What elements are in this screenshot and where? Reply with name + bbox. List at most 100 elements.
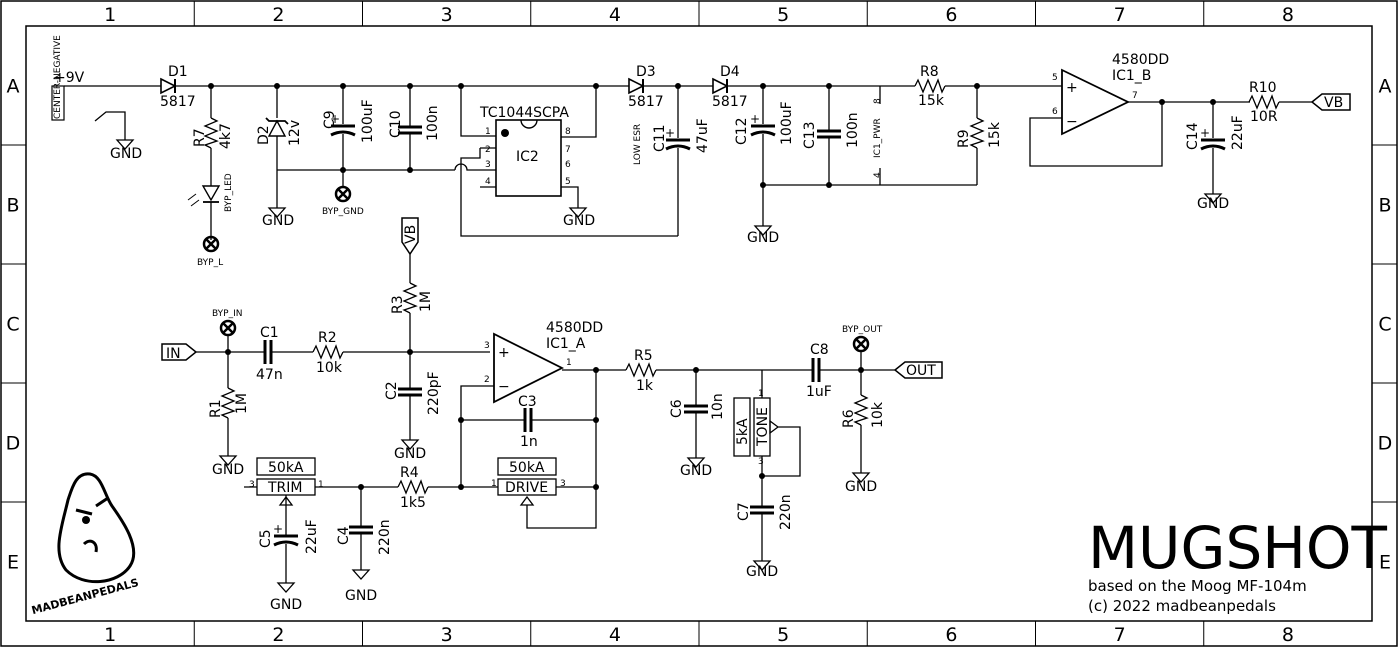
- c9-value: 100uF: [360, 99, 376, 143]
- c5-value: 22uF: [304, 519, 320, 554]
- ic1-pwr-ref: IC1_PWR: [873, 118, 883, 158]
- byp-in-pad[interactable]: [219, 319, 237, 337]
- frame-row-C-right: C: [1378, 314, 1391, 336]
- r7-ref: R7: [192, 128, 208, 147]
- in-port-label: IN: [166, 346, 181, 362]
- c2-ref: C2: [384, 381, 400, 400]
- r3-ref: R3: [390, 295, 406, 314]
- ic2-ref: IC2: [516, 149, 539, 165]
- frame-col-6-bottom: 6: [945, 624, 957, 646]
- frame-col-7-bottom: 7: [1114, 624, 1126, 646]
- gnd-label-c6: GND: [680, 463, 712, 479]
- gnd-label-r6: GND: [845, 479, 877, 495]
- ic2-pin5: 5: [565, 177, 571, 187]
- ic2-pin3: 3: [485, 160, 491, 170]
- tone-value-box: [733, 397, 751, 457]
- ic1b-pin6: 6: [1052, 107, 1058, 117]
- frame-col-3-bottom: 3: [441, 624, 453, 646]
- c4-value: 220n: [377, 519, 393, 555]
- r5-value: 1k: [636, 378, 654, 394]
- byp-out-pad[interactable]: [852, 335, 870, 353]
- r1-ref: R1: [208, 399, 224, 418]
- vb-port: [1310, 93, 1351, 111]
- ic2-pin4: 4: [485, 177, 491, 187]
- frame-row-A-right: A: [1379, 76, 1392, 98]
- power-supply: CENTER-NEGATIVE +9V GND D1 5817 R7 4k7 B…: [51, 35, 1351, 268]
- frame-col-4-top: 4: [609, 4, 621, 26]
- ic2-pin8: 8: [565, 127, 571, 137]
- frame-row-D-left: D: [6, 433, 21, 455]
- trim-value-box: [256, 457, 316, 476]
- tone-value: 5kA: [735, 418, 751, 445]
- frame-col-3-top: 3: [441, 4, 453, 26]
- c7-ref: C7: [736, 502, 752, 521]
- c12-ref: C12: [734, 117, 750, 145]
- ic2-charge-pump: [495, 119, 562, 197]
- r6-ref: R6: [841, 409, 857, 428]
- d3-ref: D3: [636, 64, 656, 80]
- byp-l-label: BYP_L: [197, 258, 223, 268]
- frame-col-6-top: 6: [945, 4, 957, 26]
- r7-value: 4k7: [218, 123, 234, 149]
- frame-row-A-left: A: [7, 76, 20, 98]
- c11-value: 47uF: [695, 118, 711, 153]
- drive-pin3: 3: [560, 479, 566, 489]
- svg-text:−: −: [1066, 114, 1078, 130]
- c1-ref: C1: [260, 325, 279, 341]
- ic1b-pin7: 7: [1132, 91, 1138, 101]
- r9-value: 15k: [987, 121, 1003, 148]
- r5-ref: R5: [634, 348, 653, 364]
- ic1a-value: 4580DD: [546, 320, 603, 336]
- frame-col-7-top: 7: [1114, 4, 1126, 26]
- r2-ref: R2: [318, 330, 337, 346]
- frame-col-5-bottom: 5: [777, 624, 789, 646]
- out-port: [893, 361, 943, 379]
- svg-text:+: +: [1066, 80, 1078, 96]
- in-port: [161, 343, 198, 361]
- c14-value: 22uF: [1230, 115, 1246, 150]
- byp-led-label: BYP_LED: [224, 173, 234, 212]
- frame-col-2-top: 2: [272, 4, 284, 26]
- frame-row-E-left: E: [7, 552, 19, 574]
- c13-value: 100n: [845, 112, 861, 148]
- c7-value: 220n: [778, 494, 794, 530]
- c10-value: 100n: [425, 105, 441, 141]
- zener-d2: [265, 117, 289, 137]
- r1-value: 1M: [234, 393, 250, 414]
- ic2-pin1: 1: [485, 127, 491, 137]
- c2-value: 220pF: [426, 371, 442, 415]
- trim-pin1: 1: [318, 480, 324, 490]
- byp-gnd-label: BYP_GND: [322, 207, 364, 217]
- ic1-pwr-pin8: 8: [873, 98, 883, 104]
- gnd-label-c2: GND: [394, 446, 426, 462]
- d4-ref: D4: [720, 64, 740, 80]
- d1-ref: D1: [168, 64, 188, 80]
- drive-pin1: 1: [491, 479, 497, 489]
- gnd-label-d2: GND: [262, 213, 294, 229]
- opamp-ic1a: [493, 332, 565, 404]
- title-block: MUGSHOT based on the Moog MF-104m (c) 20…: [1088, 514, 1388, 615]
- c14-ref: C14: [1185, 122, 1201, 150]
- gnd-label-c5: GND: [270, 597, 302, 613]
- drive-ref: DRIVE: [505, 480, 548, 496]
- c4-ref: C4: [336, 526, 352, 545]
- r10-ref: R10: [1249, 80, 1277, 96]
- logo-text: MADBEANPEDALS: [30, 576, 140, 617]
- dc-jack[interactable]: [51, 85, 65, 121]
- vb-port-r3-label: VB: [403, 225, 419, 244]
- junctions-signal: [225, 349, 864, 490]
- r8-value: 15k: [918, 93, 945, 109]
- byp-gnd-pad[interactable]: [334, 185, 352, 203]
- madbean-logo: MADBEANPEDALS: [30, 472, 140, 617]
- r4-ref: R4: [400, 465, 419, 481]
- svg-text:+: +: [498, 345, 510, 361]
- gnd-label-r1: GND: [212, 462, 244, 478]
- trim-value: 50kA: [268, 460, 304, 476]
- c8-ref: C8: [810, 342, 829, 358]
- gnd-label-ic2: GND: [563, 213, 595, 229]
- v9-label: +9V: [54, 70, 85, 86]
- byp-out-label: BYP_OUT: [842, 325, 883, 335]
- c11-note: LOW ESR: [633, 124, 643, 165]
